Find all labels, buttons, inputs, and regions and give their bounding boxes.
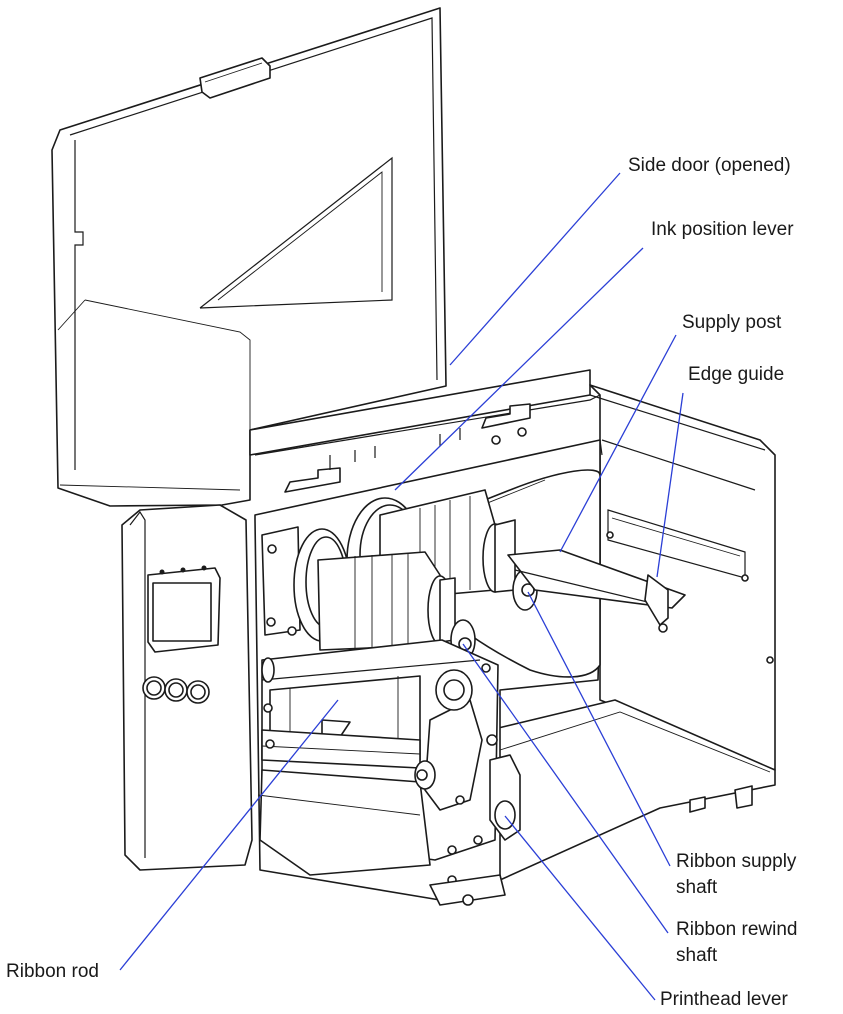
leader-ribbon-rewind-shaft <box>462 643 669 934</box>
label-ribbon-supply-shaft-line2: shaft <box>676 877 718 898</box>
print-mechanism-drawing <box>257 639 521 906</box>
label-ink-position-lever: Ink position lever <box>651 219 794 240</box>
leader-ribbon-rod <box>119 699 339 971</box>
label-edge-guide: Edge guide <box>688 364 785 385</box>
label-side-door: Side door (opened) <box>628 155 791 176</box>
label-ribbon-supply-shaft-line1: Ribbon supply <box>676 851 797 872</box>
label-ribbon-rewind-shaft-line2: shaft <box>676 945 718 966</box>
label-ribbon-rod: Ribbon rod <box>6 961 99 982</box>
leader-printhead-lever <box>504 815 656 1001</box>
leader-side-door <box>449 172 621 366</box>
leader-ink-position-lever <box>394 247 644 491</box>
supply-post-drawing <box>507 549 686 633</box>
label-printhead-lever: Printhead lever <box>660 989 788 1010</box>
leader-supply-post <box>559 334 677 553</box>
label-supply-post: Supply post <box>682 312 782 333</box>
printer-body-drawing <box>121 369 776 906</box>
leader-edge-guide <box>656 392 684 578</box>
leader-ribbon-supply-shaft <box>527 591 671 867</box>
leader-lines <box>119 172 684 1001</box>
label-ribbon-rewind-shaft-line1: Ribbon rewind <box>676 919 798 940</box>
side-door-drawing <box>51 7 447 507</box>
